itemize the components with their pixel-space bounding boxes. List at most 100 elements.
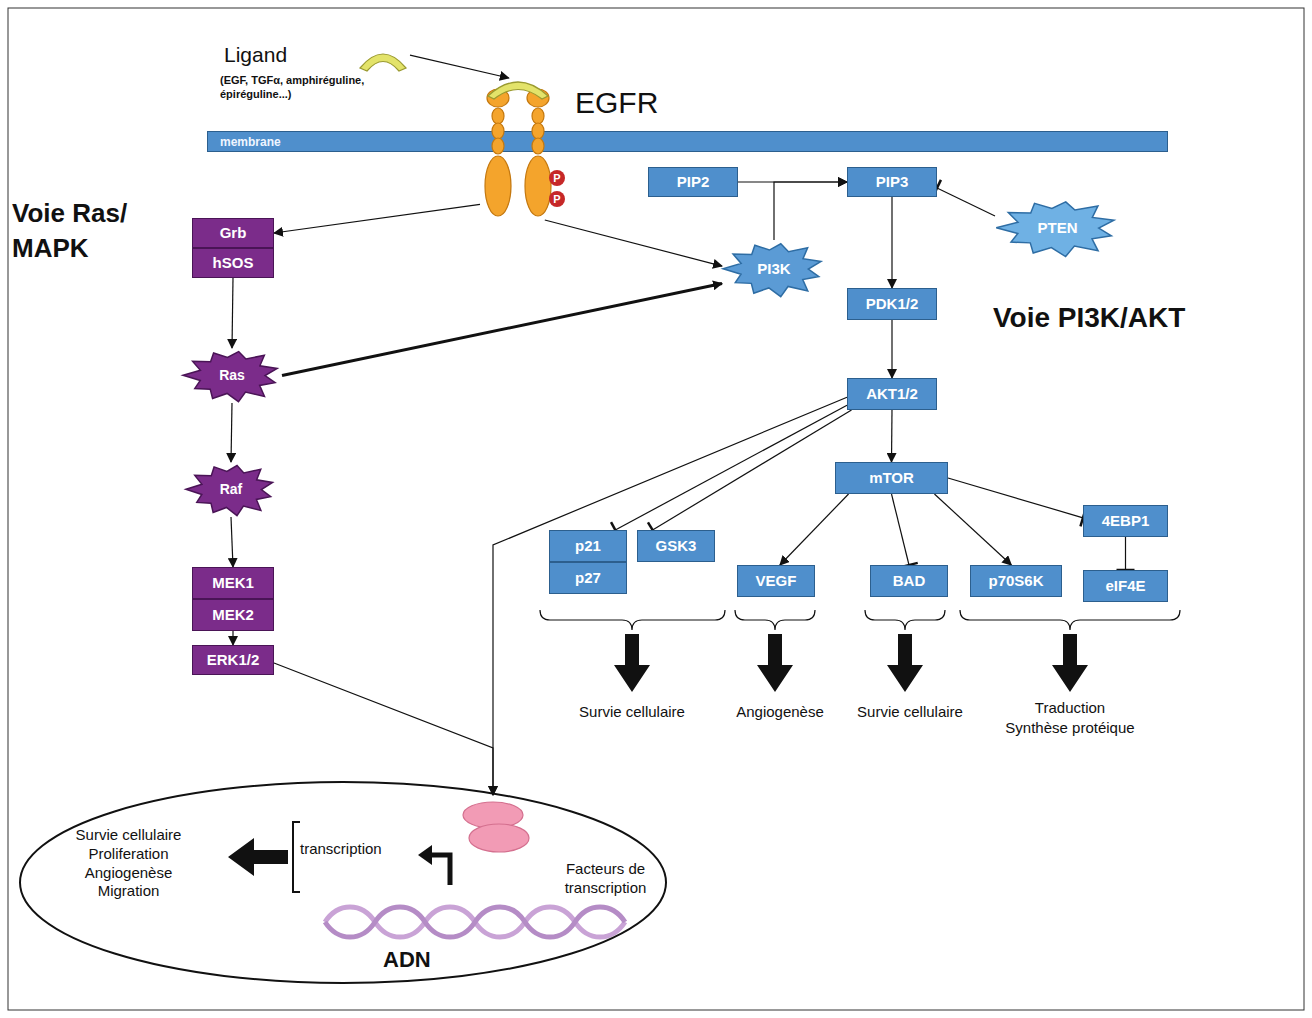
node-label: PDK1/2: [866, 296, 919, 313]
outcome-arrow: [887, 634, 923, 692]
receptor-chain: [525, 89, 551, 216]
protein-box: BAD: [870, 565, 948, 597]
frame: [8, 8, 1304, 1010]
node-label: MEK1: [212, 575, 254, 592]
phospho-mark: P: [549, 170, 565, 186]
protein-box: Grb: [192, 218, 274, 248]
activation-connector: [274, 204, 480, 233]
node-text: membrane: [220, 135, 281, 150]
nucleus: Survie cellulaire Proliferation Angiogen…: [18, 780, 668, 985]
activation-connector: [282, 284, 722, 376]
inhibition-connector: [615, 405, 847, 530]
protein-box: ERK1/2: [192, 645, 274, 675]
brace: [540, 610, 725, 630]
node-label: PIP2: [677, 174, 710, 191]
dna-strand: [325, 907, 625, 937]
outcome-label: Angiogenèse: [725, 703, 835, 720]
node-text: Ligand: [224, 42, 287, 68]
star-shape: [723, 244, 821, 297]
membrane-band: membrane: [207, 131, 1168, 152]
enzyme-star: PI3K: [722, 240, 826, 298]
node-label: MEK2: [212, 607, 254, 624]
brace: [865, 610, 945, 630]
node-label: p70S6K: [988, 573, 1043, 590]
node-label: eIF4E: [1105, 578, 1145, 595]
activation-connector: [274, 663, 493, 795]
receptor-segment: [492, 108, 504, 124]
protein-box: MEK1: [192, 567, 274, 599]
outcome-arrow: [614, 634, 650, 692]
receptor-segment: [492, 138, 504, 154]
bound-ligand: [488, 82, 548, 99]
node-text: Survie cellulaire Proliferation Angiogen…: [71, 826, 186, 901]
node-label: VEGF: [756, 573, 797, 590]
activation-connector: [934, 494, 1011, 565]
factor-shape: [469, 824, 529, 852]
protein-box: p21: [549, 530, 627, 562]
pathway-title: Voie Ras/ MAPK: [12, 196, 147, 266]
receptor-segment: [492, 123, 504, 139]
receptor-segment: [532, 138, 544, 154]
outcome-arrow: [757, 634, 793, 692]
node-label: Ras: [219, 368, 245, 383]
star-shape: [186, 466, 273, 516]
ligand: Ligand (EGF, TGFα, amphiréguline, épirégu…: [218, 38, 410, 124]
kinase-domain: [525, 156, 551, 216]
node-label: PI3K: [757, 261, 790, 278]
activation-connector: [891, 410, 893, 462]
node-label: PTEN: [1037, 220, 1077, 237]
star-shape: [183, 352, 277, 402]
transcription-arrow-head: [418, 845, 432, 865]
protein-box: hSOS: [192, 248, 274, 278]
activation-connector: [232, 631, 233, 645]
node-label: ERK1/2: [207, 652, 260, 669]
nucleus-outline: [20, 782, 666, 983]
receptor-chain: [485, 89, 511, 216]
activation-connector: [774, 182, 847, 240]
node-label: BAD: [893, 573, 926, 590]
node-label: Grb: [220, 225, 247, 242]
node-text: ADN: [383, 946, 431, 974]
enzyme-star: PTEN: [995, 198, 1120, 258]
protein-box: PDK1/2: [847, 288, 937, 320]
node-label: AKT1/2: [866, 386, 918, 403]
inhibition-connector: [948, 478, 1083, 518]
receptor-segment: [532, 123, 544, 139]
node-text: transcription: [300, 840, 382, 859]
transcription-factor: Facteurs de transcription: [455, 795, 665, 905]
protein-box: MEK2: [192, 599, 274, 631]
activation-connector: [232, 278, 233, 348]
protein-box: 4EBP1: [1083, 505, 1168, 537]
output-arrow: [228, 838, 288, 876]
node-label: p27: [575, 570, 601, 587]
node-label: PIP3: [876, 174, 909, 191]
receptor: EGFR: [480, 78, 660, 220]
protein-box: AKT1/2: [847, 378, 937, 410]
brace: [960, 610, 1180, 630]
receptor-segment: [532, 108, 544, 124]
dna-strand: [325, 907, 625, 937]
brace: [735, 610, 815, 630]
activation-connector: [891, 320, 892, 378]
activation-connector: [780, 494, 849, 565]
kinase-domain: [485, 156, 511, 216]
protein-box: eIF4E: [1083, 570, 1168, 602]
node-label: Raf: [220, 482, 243, 497]
outcome-label: Survie cellulaire: [562, 703, 702, 720]
activation-connector: [891, 197, 892, 288]
enzyme-star: Raf: [185, 462, 277, 517]
outcome-label: Traduction Synthèse protéique: [1004, 698, 1136, 737]
node-label: 4EBP1: [1102, 513, 1150, 530]
node-text: (EGF, TGFα, amphiréguline, épiréguline..…: [220, 74, 370, 102]
protein-box: PIP2: [648, 167, 738, 197]
node-label: mTOR: [869, 470, 914, 487]
inhibition-connector: [653, 410, 852, 530]
outcome-label: Survie cellulaire: [852, 703, 968, 720]
activation-connector: [231, 517, 233, 567]
transcription-arrow: [430, 855, 450, 885]
protein-box: mTOR: [835, 462, 948, 494]
node-text: EGFR: [575, 84, 658, 122]
phospho-mark: P: [549, 191, 565, 207]
protein-box: GSK3: [637, 530, 715, 562]
